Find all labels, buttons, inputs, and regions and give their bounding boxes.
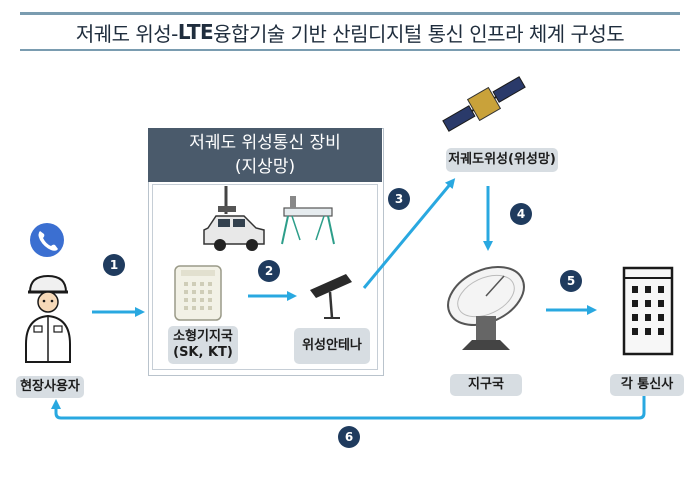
label-ground-station: 지구국 [450,374,522,396]
page-title: 저궤도 위성-LTE 융합기술 기반 산림디지털 통신 인프라 체계 구성도 [20,12,680,51]
base-station-icon [174,265,222,321]
step-badge-5: 5 [560,270,582,292]
title-part2: LTE [177,20,214,44]
step-badge-3: 3 [388,188,410,210]
equipment-group-header: 저궤도 위성통신 장비 (지상망) [148,128,382,182]
arrow-step3 [362,178,456,289]
step-badge-4: 4 [510,203,532,225]
building-icon [622,266,674,356]
satellite-icon [442,76,526,132]
label-leo-satellite: 저궤도위성(위성망) [446,148,558,172]
worker-icon [25,274,71,363]
step-badge-6: 6 [338,426,360,448]
step-badge-2: 2 [258,260,280,282]
vehicle-icon [203,186,265,251]
equipment-header-line1: 저궤도 위성통신 장비 [189,133,341,153]
flat-antenna-icon [310,274,352,319]
phone-icon [30,223,64,257]
label-carriers: 각 통신사 [610,374,684,396]
equipment-header-line2: (지상망) [234,157,296,177]
arrow-step6 [51,396,646,420]
label-field-user: 현장사용자 [16,376,84,398]
label-small-base-station: 소형기지국 (SK, KT) [168,326,238,364]
title-part3: 융합기술 기반 산림디지털 통신 인프라 체계 구성도 [213,21,625,46]
title-part1: 저궤도 위성- [75,21,179,46]
label-satellite-antenna: 위성안테나 [294,328,370,364]
dish-icon [447,265,525,350]
antenna-stand-icon [281,196,335,245]
step-badge-1: 1 [103,254,125,276]
